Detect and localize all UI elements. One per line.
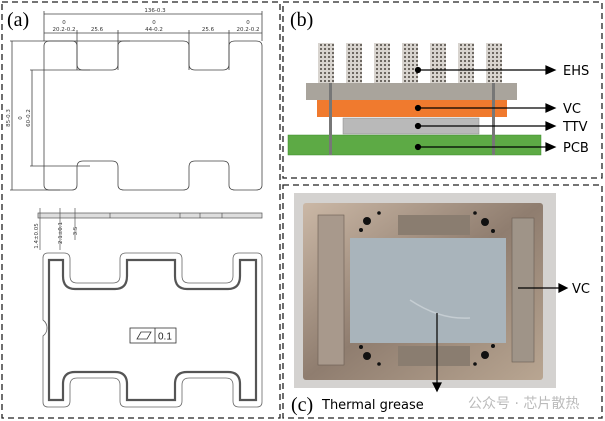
flatness-tolerance-frame: 0.1: [129, 327, 177, 344]
dim-tol-zero: 0: [246, 20, 250, 26]
dim-tol-zero: 0: [18, 116, 24, 120]
label-thermal-grease: Thermal grease: [321, 398, 424, 413]
mounting-pin: [492, 83, 495, 155]
panel-b-label: (b): [290, 9, 313, 31]
mounting-pin: [329, 83, 332, 155]
dim-thickness-1: 1.4±0.05: [34, 223, 40, 249]
panel-b-frame: [282, 1, 603, 179]
label-ehs: EHS: [563, 64, 589, 79]
panel-a-frame: [1, 1, 281, 419]
dim-tol-zero: 0: [62, 20, 66, 26]
top-view-drawing: [10, 11, 263, 191]
panel-c-label: (c): [291, 394, 313, 416]
panel-a-label: (a): [7, 9, 29, 31]
label-vc-photo: VC: [572, 282, 590, 297]
dim-overall-width: 136-0.3: [144, 8, 166, 14]
dim-thickness-3: 3.5: [73, 226, 79, 235]
flatness-icon: [136, 331, 152, 340]
bottom-view-drawing: [42, 252, 263, 408]
dim-thickness-2: 2.1±0.1: [58, 222, 64, 244]
heatsink-base: [306, 83, 517, 100]
dim-right-gap: 25.6: [202, 27, 215, 33]
vc-photo: [294, 193, 556, 388]
stack-diagram: [287, 43, 542, 156]
pcb: [287, 134, 542, 156]
layer-arrows: [414, 65, 557, 152]
dim-right-end: 20.2-0.2: [237, 27, 260, 33]
dim-middle: 44-0.2: [145, 27, 163, 33]
thermal-grease-area: [350, 238, 506, 343]
watermark: 公众号 · 芯片散热: [468, 396, 579, 412]
photo-arrows: [432, 283, 569, 393]
side-view-drawing: [37, 208, 263, 250]
dim-outer-height: 85-0.3: [6, 109, 12, 127]
dim-left-end: 20.2-0.2: [53, 27, 76, 33]
label-ttv: TTV: [562, 120, 588, 135]
dim-tol-zero: 0: [152, 20, 156, 26]
vapor-chamber: [317, 100, 507, 117]
flatness-value: 0.1: [158, 332, 172, 343]
dim-inner-height: 60-0.2: [26, 109, 32, 127]
label-vc: VC: [563, 102, 581, 117]
label-pcb: PCB: [563, 141, 589, 156]
heatsink-fins: [318, 43, 502, 85]
dim-left-gap: 25.6: [91, 27, 104, 33]
panel-c-frame: [282, 184, 603, 419]
